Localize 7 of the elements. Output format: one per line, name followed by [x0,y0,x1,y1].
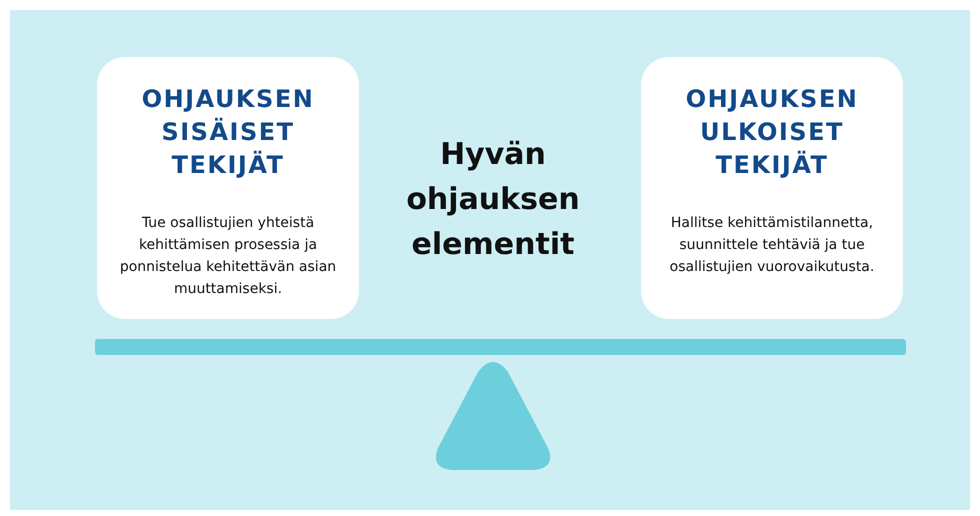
card-text: Hallitse kehittämistilannetta, suunnittele tehtäviä ja tue osallistujien vuorovaikutusta. [668,214,876,277]
info-card [97,57,359,319]
card-text: Tue osallistujien yhteistä kehittämisen prosessia ja ponnistelua kehitettävän asian muuttamiseksi. [118,214,338,299]
center-title: Hyvän ohjauksen elementit [405,136,581,264]
card-heading: OHJAUKSEN ULKOISET TEKIJÄT [684,84,860,181]
info-card [641,57,903,319]
card-heading: OHJAUKSEN SISÄISET TEKIJÄT [140,84,316,181]
